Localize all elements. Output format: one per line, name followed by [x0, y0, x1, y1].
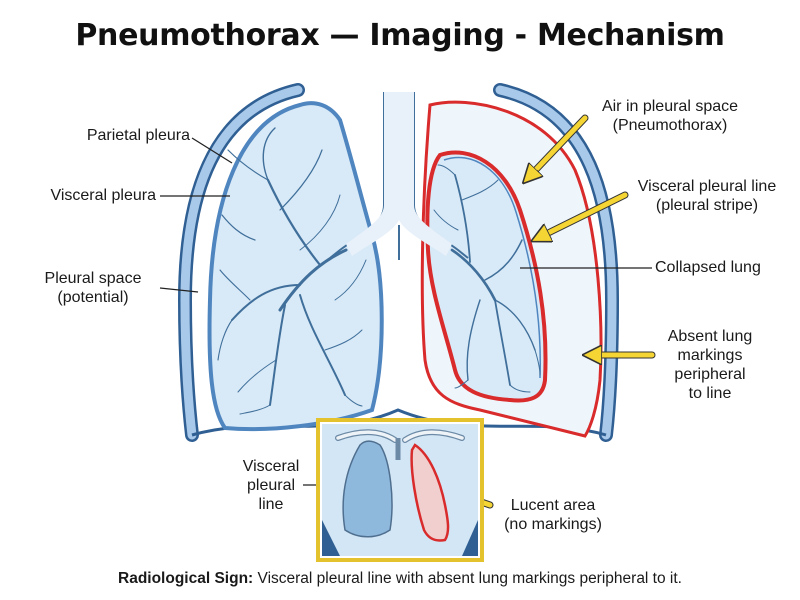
- left-lung: [207, 101, 384, 432]
- caption: Radiological Sign: Visceral pleural line…: [0, 570, 800, 588]
- caption-bold: Radiological Sign:: [118, 570, 254, 587]
- label-pleural-space: Pleural space (potential): [44, 270, 142, 306]
- parietal-pleura-right: [493, 83, 620, 442]
- label-visceral-pleural-line: Visceral pleural line (pleural stripe): [637, 178, 777, 214]
- label-parietal-pleura: Parietal pleura: [86, 127, 190, 144]
- airway: [329, 92, 469, 260]
- left-bronchial-tree: [217, 127, 367, 415]
- label-visceral-pleura: Visceral pleura: [50, 187, 156, 204]
- label-absent-lung-markings: Absent lung markings peripheral to line: [667, 328, 753, 402]
- label-collapsed-lung: Collapsed lung: [655, 259, 761, 276]
- label-air-in-pleural-space: Air in pleural space (Pneumothorax): [601, 98, 739, 134]
- xray-inset: [316, 418, 484, 562]
- page-title: Pneumothorax — Imaging - Mechanism: [75, 18, 725, 53]
- collapsed-lung-inner-edge: [443, 156, 542, 379]
- label-lucent-area: Lucent area (no markings): [504, 497, 602, 533]
- right-bronchial-tree: [433, 164, 541, 393]
- parietal-pleura-left: [177, 83, 305, 442]
- collapsed-lung: [425, 150, 548, 403]
- caption-text: Visceral pleural line with absent lung m…: [253, 570, 682, 587]
- leader-parietal: [191, 137, 233, 164]
- leader-pleural-space: [159, 287, 199, 293]
- label-inset-visceral-pleural-line: Visceral pleural line: [242, 458, 300, 513]
